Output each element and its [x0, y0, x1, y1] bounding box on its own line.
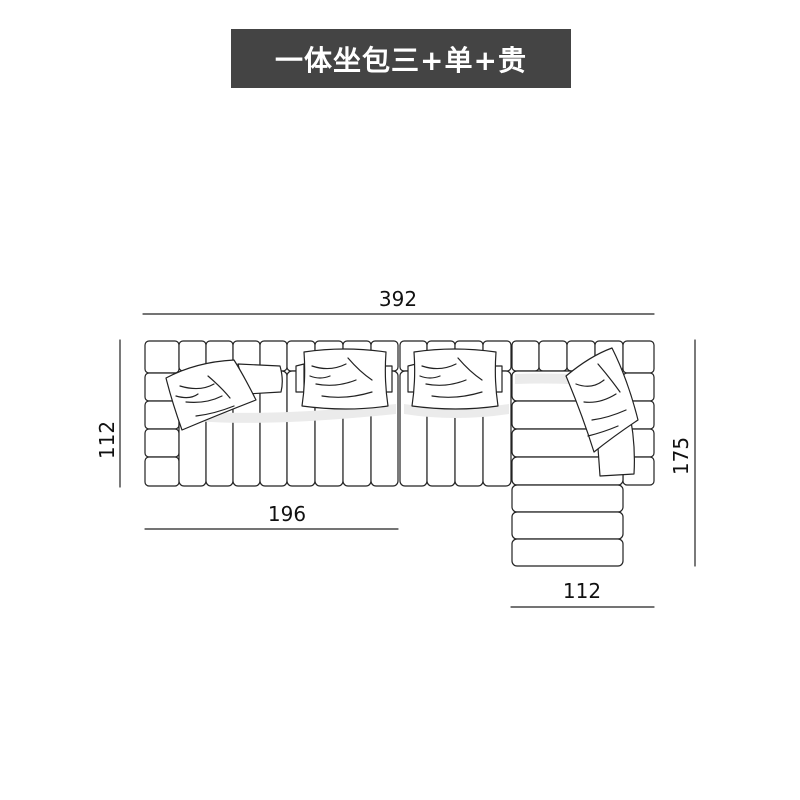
pillow-left [165, 359, 283, 431]
dim-left-depth-label: 112 [95, 421, 119, 459]
dim-chaise-length-label: 175 [669, 437, 693, 475]
pillow-right [565, 347, 639, 477]
dim-total-width-label: 392 [379, 287, 417, 311]
pillow-middle-2 [407, 348, 503, 410]
title-banner: 一体坐包三+单+贵 [231, 29, 571, 88]
dim-chaise-width-label: 112 [563, 579, 601, 603]
dim-three-seat-width-label: 196 [268, 502, 306, 526]
title-text: 一体坐包三+单+贵 [275, 43, 527, 77]
pillow-middle-1 [295, 348, 393, 410]
